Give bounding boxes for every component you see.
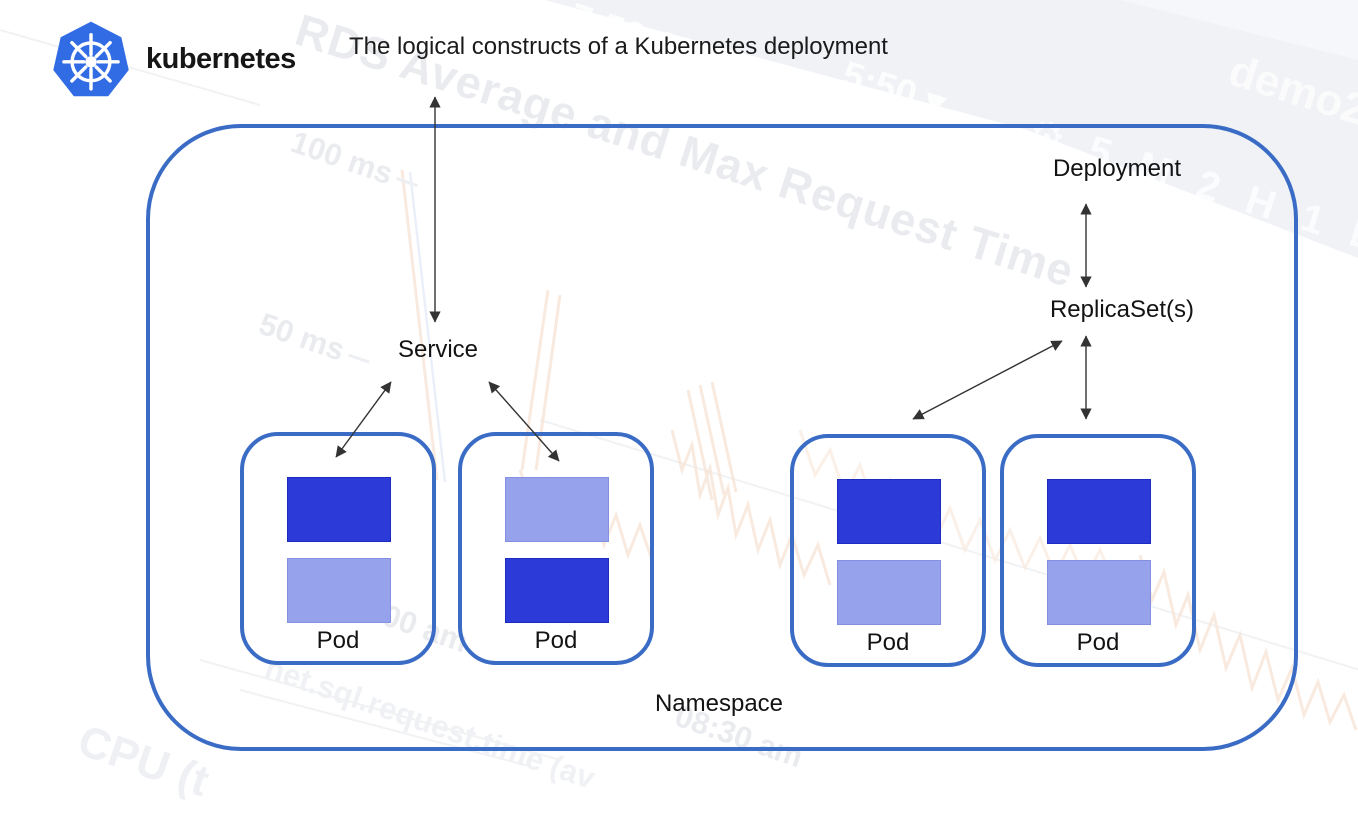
arrow-service-pod1 xyxy=(335,381,392,458)
container-rect-primary xyxy=(837,479,941,544)
service-label: Service xyxy=(397,336,479,363)
container-rect-primary xyxy=(505,558,609,623)
wm-white-bar xyxy=(0,771,84,820)
container-rect-secondary xyxy=(837,560,941,625)
brand-name: kubernetes xyxy=(146,43,296,75)
logo-hub xyxy=(85,56,97,68)
arrow-replicaset-pod3 xyxy=(912,340,1063,420)
container-rect-secondary xyxy=(287,558,391,623)
kubernetes-logo-icon xyxy=(50,20,132,107)
namespace-label: Namespace xyxy=(654,690,784,717)
container-rect-primary xyxy=(1047,479,1151,544)
deployment-label: Deployment xyxy=(1052,155,1182,182)
page-title: The logical constructs of a Kubernetes d… xyxy=(349,33,888,60)
arrows-layer xyxy=(335,96,1092,462)
container-rect-primary xyxy=(287,477,391,542)
container-rect-secondary xyxy=(1047,560,1151,625)
pod-box-3: Pod xyxy=(790,434,986,667)
pod-label: Pod xyxy=(316,627,360,654)
logo-helm-wheel xyxy=(62,33,120,91)
pod-label: Pod xyxy=(1076,629,1120,656)
container-rect-secondary xyxy=(505,477,609,542)
namespace-box xyxy=(146,124,1298,751)
replicaset-label: ReplicaSet(s) xyxy=(1049,296,1195,323)
pod-label: Pod xyxy=(534,627,578,654)
arrow-service-pod2 xyxy=(488,381,560,462)
pod-box-1: Pod xyxy=(240,432,436,665)
pod-box-4: Pod xyxy=(1000,434,1196,667)
pod-label: Pod xyxy=(866,629,910,656)
